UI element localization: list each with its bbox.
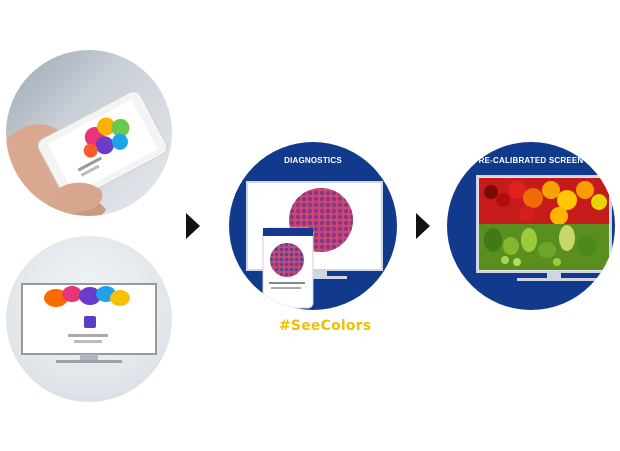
vegetables-screen-image [476, 175, 612, 281]
arrow-right-icon [186, 213, 200, 239]
tv-image [21, 283, 157, 363]
recalibrated-title: RE-CALIBRATED SCREEN [478, 156, 584, 165]
diagnostics-title: DIAGNOSTICS [284, 156, 342, 165]
tv-photo-circle [6, 236, 172, 402]
diagnostics-illustration [246, 181, 383, 309]
diagnostics-circle: DIAGNOSTICS [229, 142, 397, 310]
hashtag-text: #SeeColors [279, 318, 372, 334]
phone-photo-circle [6, 50, 172, 216]
recalibrated-circle: RE-CALIBRATED SCREEN [447, 142, 615, 310]
arrow-right-icon [416, 213, 430, 239]
phone-in-hand-image [6, 90, 168, 216]
